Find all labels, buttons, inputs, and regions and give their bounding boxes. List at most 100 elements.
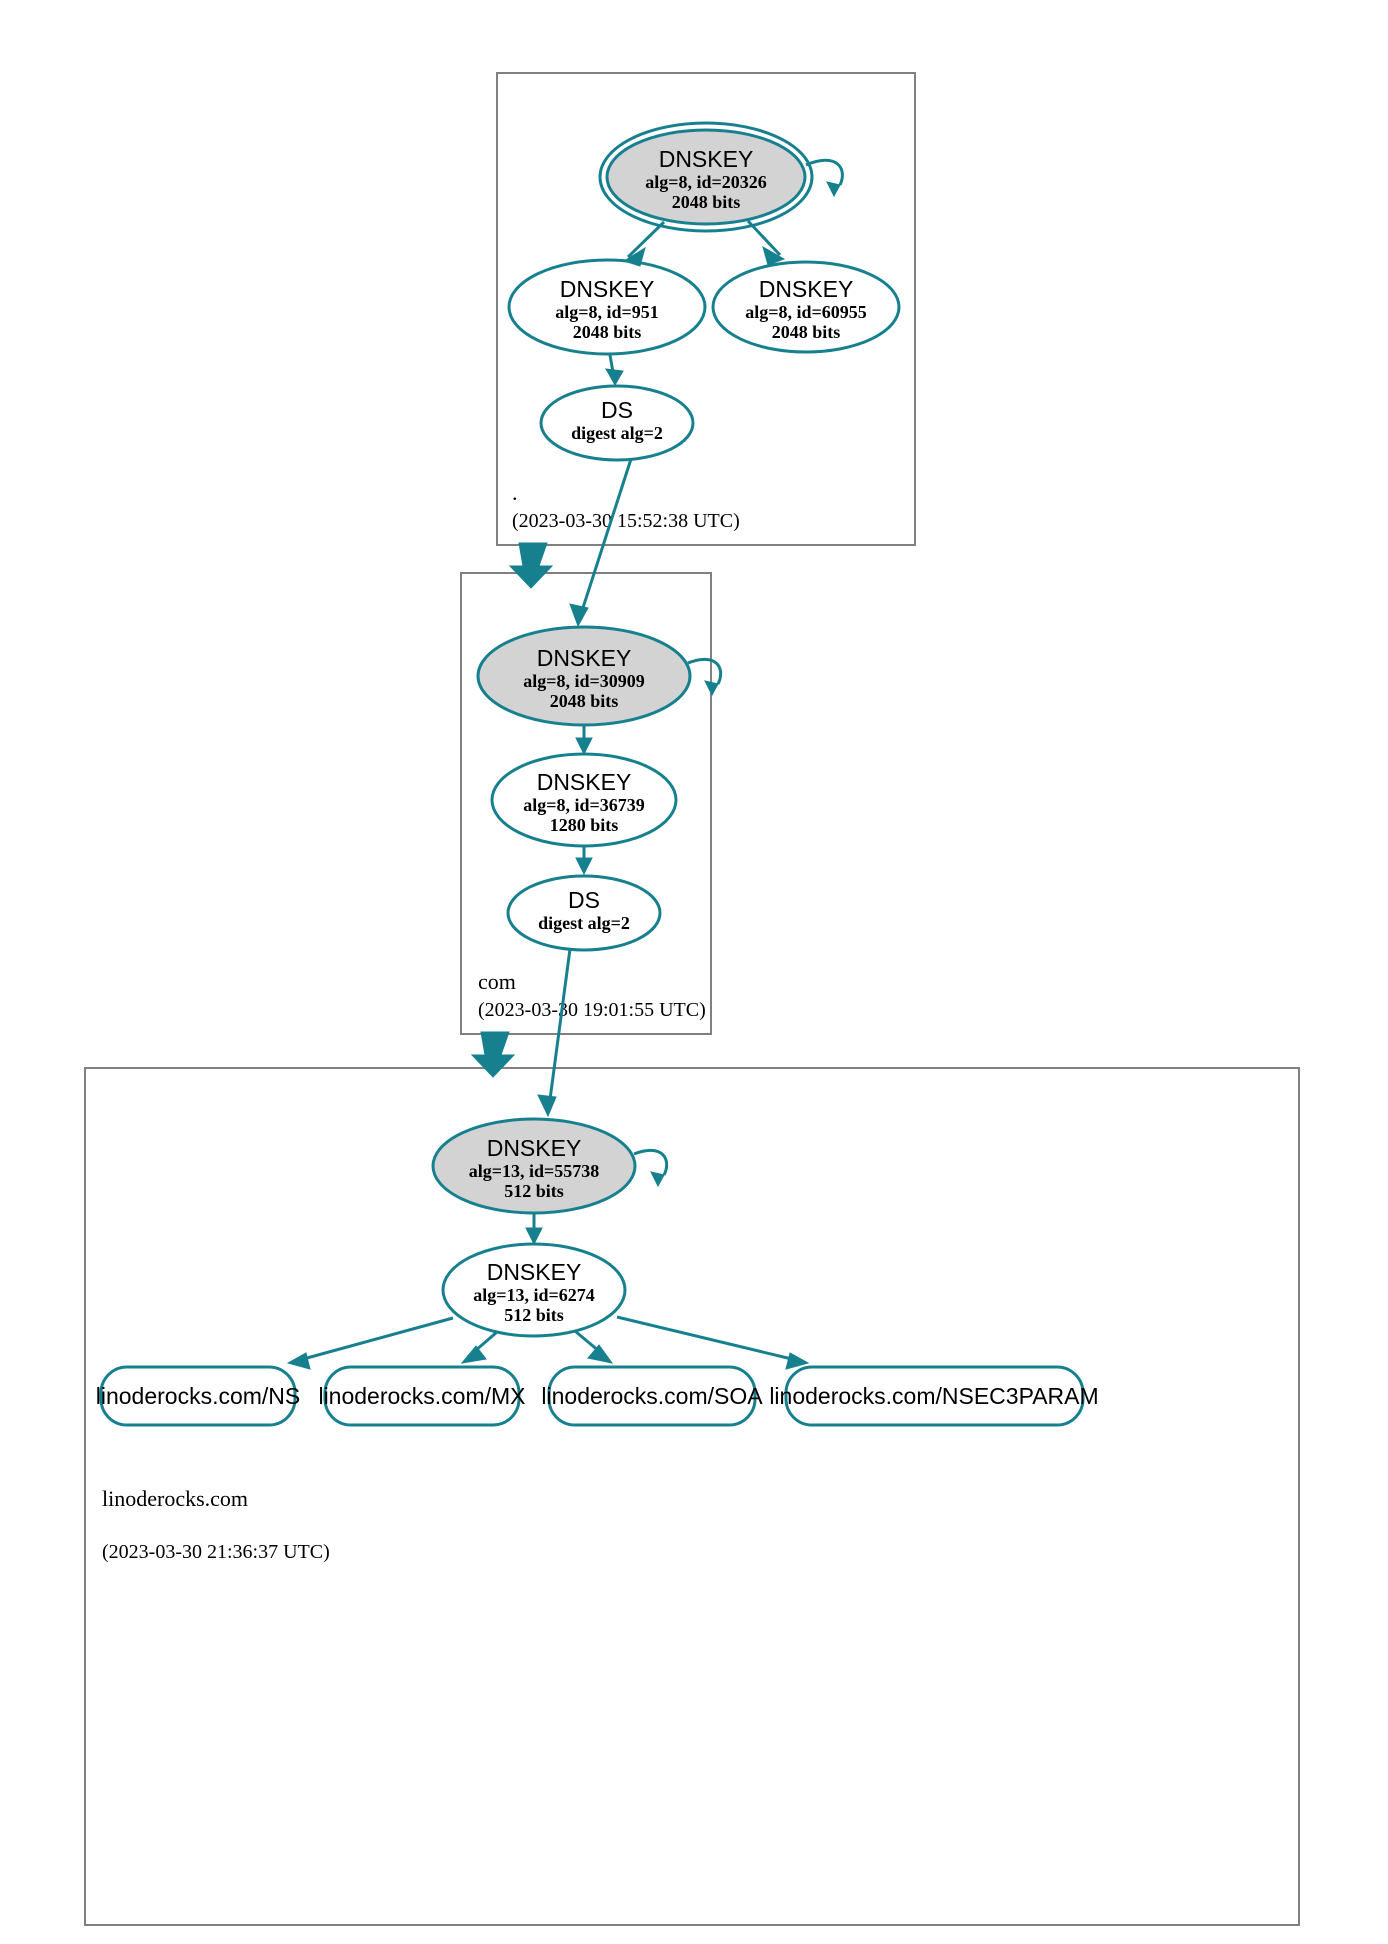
cluster-timestamp-root: (2023-03-30 15:52:38 UTC) [512,510,740,532]
node-com-zsk-title: DNSKEY [537,769,632,795]
edge-arrowhead [587,1344,614,1364]
node-lr-zsk-line3: 512 bits [504,1305,564,1325]
cluster-border-linoderocks [84,1067,1300,1926]
node-com-zsk-line2: alg=8, id=36739 [523,795,645,815]
node-com-ksk[interactable]: DNSKEY alg=8, id=30909 2048 bits [476,625,723,727]
rrset-label-soa: linoderocks.com/SOA [541,1383,763,1409]
edge-arrowhead [785,1352,810,1370]
rrset-linoderocks-com-mx[interactable]: linoderocks.com/MX [318,1365,526,1427]
rrset-label-nsec3param: linoderocks.com/NSEC3PARAM [769,1383,1098,1409]
node-lr-ksk-line2: alg=13, id=55738 [469,1161,600,1181]
node-com-ksk-title: DNSKEY [537,645,632,671]
edge-arrowhead [569,603,589,628]
node-root-ksk[interactable]: DNSKEY alg=8, id=20326 2048 bits [598,121,844,233]
self-sign-loop-root-ksk [805,158,844,186]
node-com-ksk-line3: 2048 bits [550,691,619,711]
node-body [476,625,692,727]
rrset-box [547,1365,757,1427]
node-body [507,258,707,356]
rrset-label-mx: linoderocks.com/MX [318,1383,525,1409]
edge-arrowhead [762,245,786,266]
node-body [605,128,807,226]
edge-line [616,1315,801,1363]
self-sign-loop-arrowhead-root-ksk [826,181,841,198]
node-com-ds-title: DS [568,887,600,913]
rrset-box [99,1365,297,1427]
node-lr-zsk[interactable]: DNSKEY alg=13, id=6274 512 bits [441,1242,627,1338]
node-root-ksk-title: DNSKEY [659,146,754,172]
delegation-arrow-root-to-com [508,542,554,589]
edge-lr-zsk-to-nsec3param [616,1315,810,1370]
node-root-ds[interactable]: DS digest alg=2 [539,384,695,462]
edge-line [295,1316,454,1363]
node-root-zsk-60955[interactable]: DNSKEY alg=8, id=60955 2048 bits [711,260,901,354]
edge-com-ds-to-lr-ksk [537,948,572,1118]
node-root-ds-line2: digest alg=2 [571,423,663,443]
node-root-ksk-line2: alg=8, id=20326 [645,172,767,192]
edge-arrowhead [525,1227,543,1246]
node-root-zsk-951[interactable]: DNSKEY alg=8, id=951 2048 bits [507,258,707,356]
node-root-zsk-951-line2: alg=8, id=951 [555,302,659,322]
delegation-glyph [470,1031,516,1078]
zone-cluster-com: DNSKEY alg=8, id=30909 2048 bits DNSKEY … [460,572,723,1035]
node-root-zsk-60955-line3: 2048 bits [772,322,841,342]
edge-line [746,219,782,257]
self-sign-loop-arrowhead-lr-ksk [650,1171,665,1188]
node-lr-ksk-line3: 512 bits [504,1181,564,1201]
edge-arrowhead [460,1345,487,1364]
edge-root-ds-to-com-ksk [569,458,633,628]
node-com-ds-line2: digest alg=2 [538,913,630,933]
node-root-zsk-951-line3: 2048 bits [573,322,642,342]
node-root-zsk-951-title: DNSKEY [560,276,655,302]
rrset-linoderocks-com-ns[interactable]: linoderocks.com/NS [96,1365,301,1427]
self-sign-loop-com-ksk [687,657,723,685]
edge-arrowhead [537,1094,557,1118]
self-sign-loop-lr-ksk [633,1148,669,1176]
edge-arrowhead [575,737,593,756]
edge-arrowhead [605,368,624,387]
edge-root-ksk-to-zsk951 [622,220,666,267]
node-com-zsk[interactable]: DNSKEY alg=8, id=36739 1280 bits [490,752,678,848]
edge-line [626,220,666,259]
trust-anchor-outer-ring [598,121,814,233]
node-com-ds[interactable]: DS digest alg=2 [506,874,662,952]
rrset-box [784,1365,1085,1427]
node-body [711,260,901,354]
node-root-zsk-60955-title: DNSKEY [759,276,854,302]
node-lr-zsk-line2: alg=13, id=6274 [473,1285,595,1305]
edge-root-ksk-to-zsk60955 [746,219,786,266]
edge-com-zsk-to-ds [575,847,593,876]
rrset-box [323,1365,521,1427]
zone-cluster-linoderocks: DNSKEY alg=13, id=55738 512 bits DNSKEY … [84,1067,1300,1926]
node-root-ds-title: DS [601,397,633,423]
cluster-timestamp-com: (2023-03-30 19:01:55 UTC) [478,999,706,1021]
node-root-zsk-60955-line2: alg=8, id=60955 [745,302,867,322]
node-lr-zsk-title: DNSKEY [487,1259,582,1285]
node-root-ksk-line3: 2048 bits [672,192,741,212]
delegation-glyph [508,542,554,589]
node-body [539,384,695,462]
delegation-arrow-com-to-linoderocks [470,1031,516,1078]
node-body [506,874,662,952]
edge-line [547,948,572,1108]
cluster-label-com: com [478,969,516,994]
cluster-label-root: . [512,480,518,505]
edge-arrowhead [622,246,646,267]
node-lr-ksk[interactable]: DNSKEY alg=13, id=55738 512 bits [431,1117,669,1215]
node-com-ksk-line2: alg=8, id=30909 [523,671,645,691]
edge-lr-zsk-to-mx [460,1330,498,1364]
node-lr-ksk-title: DNSKEY [487,1135,582,1161]
edge-com-ksk-to-zsk [575,726,593,756]
edge-lr-zsk-to-ns [286,1316,454,1370]
edge-lr-ksk-to-zsk [525,1214,543,1246]
rrset-label-ns: linoderocks.com/NS [96,1383,301,1409]
rrset-linoderocks-com-nsec3param[interactable]: linoderocks.com/NSEC3PARAM [769,1365,1099,1427]
cluster-timestamp-linoderocks: (2023-03-30 21:36:37 UTC) [102,1541,330,1563]
edge-root-zsk951-to-ds [605,354,624,387]
cluster-label-linoderocks: linoderocks.com [102,1486,248,1511]
self-sign-loop-arrowhead-com-ksk [704,680,719,697]
rrset-linoderocks-com-soa[interactable]: linoderocks.com/SOA [541,1365,763,1427]
edge-lr-zsk-to-soa [574,1329,614,1364]
